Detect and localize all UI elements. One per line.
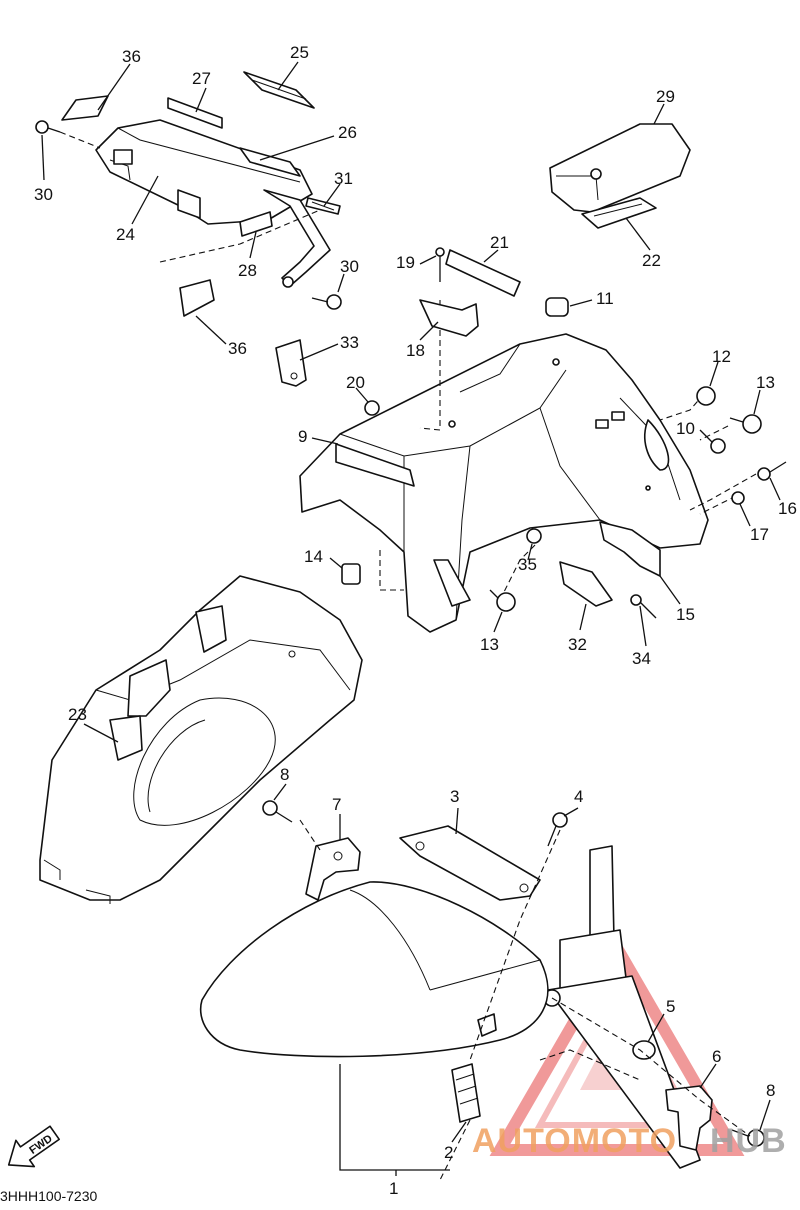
callout-30-left: 30	[34, 185, 53, 204]
bolt-30-left	[35, 120, 61, 134]
callout-27: 27	[192, 69, 211, 88]
frame-hardware	[341, 247, 787, 619]
callout-36-top: 36	[122, 47, 141, 66]
callout-25: 25	[290, 43, 309, 62]
callout-33: 33	[340, 333, 359, 352]
callout-28: 28	[238, 261, 257, 280]
callout-5: 5	[666, 997, 675, 1016]
callout-8-top: 8	[280, 765, 289, 784]
callout-31: 31	[334, 169, 353, 188]
callout-34: 34	[632, 649, 651, 668]
inner-rear-fender	[39, 575, 363, 904]
callout-36-lower: 36	[228, 339, 247, 358]
callout-numbers: 1 2 3 4 5 6 7 8 8 9 10 11 12 13 13 14 15…	[34, 43, 797, 1198]
callout-4: 4	[574, 787, 583, 806]
callout-11: 11	[596, 289, 614, 308]
callout-3: 3	[450, 787, 459, 806]
leader-lines	[41, 61, 781, 1176]
seat-cowl-assembly	[35, 71, 342, 387]
callout-21: 21	[490, 233, 509, 252]
callout-6: 6	[712, 1047, 721, 1066]
callout-23: 23	[68, 705, 87, 724]
tail-cover-assembly	[549, 123, 691, 229]
drawing-code: 3HHH100-7230	[0, 1188, 97, 1204]
forward-direction-arrow: FWD	[7, 1125, 60, 1168]
callout-17: 17	[750, 525, 769, 544]
callout-2: 2	[444, 1143, 453, 1162]
callout-24: 24	[116, 225, 135, 244]
callout-9: 9	[298, 427, 307, 446]
watermark-text-secondary: HUB	[710, 1122, 787, 1160]
callout-8-bottom: 8	[766, 1081, 775, 1100]
callout-14: 14	[304, 547, 323, 566]
callout-20: 20	[346, 373, 365, 392]
callout-13-lower: 13	[480, 635, 499, 654]
callout-30-right: 30	[340, 257, 359, 276]
callout-35: 35	[518, 555, 537, 574]
callout-32: 32	[568, 635, 587, 654]
callout-10: 10	[676, 419, 695, 438]
watermark-text-primary: AUTOMOTO	[472, 1122, 677, 1160]
rear-fender-frame	[299, 300, 757, 633]
callout-18: 18	[406, 341, 425, 360]
callout-7: 7	[332, 795, 341, 814]
callout-22: 22	[642, 251, 661, 270]
callout-29: 29	[656, 87, 675, 106]
callout-26: 26	[338, 123, 357, 142]
bolt-30-right	[311, 294, 342, 310]
callout-19: 19	[396, 253, 415, 272]
callout-15: 15	[676, 605, 695, 624]
callout-16: 16	[778, 499, 797, 518]
front-fender-assembly	[199, 800, 765, 1181]
callout-1: 1	[389, 1179, 398, 1198]
callout-12: 12	[712, 347, 731, 366]
callout-13-right: 13	[756, 373, 775, 392]
watermark-text: AUTOMOTO HUB	[472, 1122, 787, 1160]
